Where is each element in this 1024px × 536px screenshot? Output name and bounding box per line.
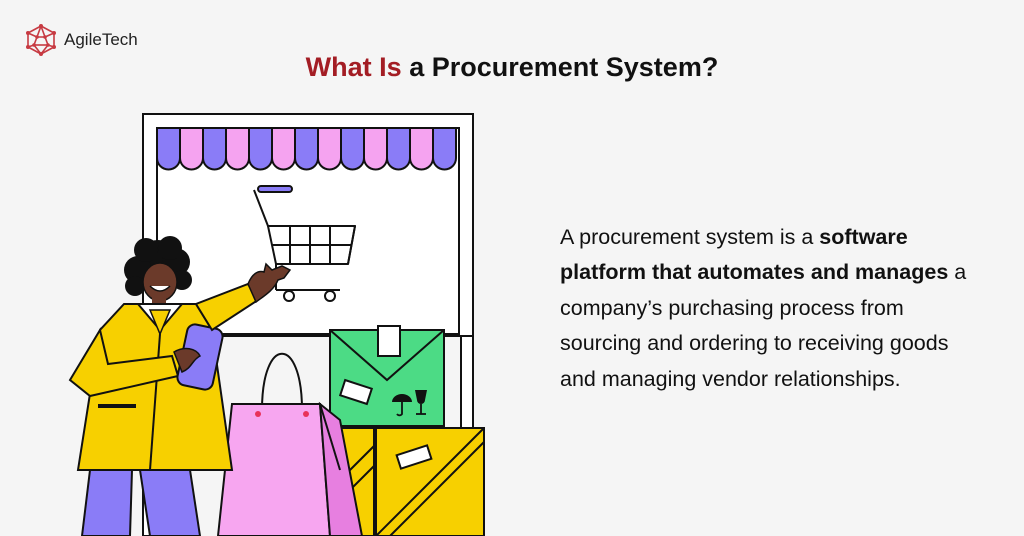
awning-stripe (432, 127, 457, 171)
title-rest: a Procurement System? (409, 52, 719, 82)
awning-stripe (317, 127, 342, 171)
umbrella-icon (392, 394, 412, 417)
network-sphere-icon (26, 24, 56, 56)
awning-stripe (271, 127, 296, 171)
shipping-box (329, 325, 445, 427)
awning-stripe (248, 127, 273, 171)
awning (156, 127, 457, 171)
person (68, 236, 292, 536)
awning-stripe (340, 127, 365, 171)
title-accent: What Is (305, 52, 402, 82)
awning-stripe (225, 127, 250, 171)
page-title: What Is a Procurement System? (0, 52, 1024, 83)
description-part1: A procurement system is a (560, 224, 820, 249)
shopping-bag (216, 352, 364, 536)
wine-glass-icon (415, 390, 427, 415)
description-bold: software platform that automates and man… (560, 224, 949, 285)
awning-stripe (409, 127, 434, 171)
description-part2: a company’s purchasing process from sour… (560, 260, 967, 391)
awning-stripe (294, 127, 319, 171)
awning-stripe (156, 127, 181, 171)
brand-name-part2: Tech (101, 30, 138, 49)
description-text: A procurement system is a software platf… (560, 220, 990, 398)
procurement-illustration (68, 113, 485, 536)
awning-stripe (386, 127, 411, 171)
brand-name: AgileTech (64, 30, 138, 50)
brand-name-part1: Agile (64, 30, 102, 49)
brand-logo[interactable]: AgileTech (24, 24, 138, 56)
awning-stripe (363, 127, 388, 171)
awning-stripe (179, 127, 204, 171)
awning-stripe (202, 127, 227, 171)
shopping-cart-icon (253, 185, 356, 302)
